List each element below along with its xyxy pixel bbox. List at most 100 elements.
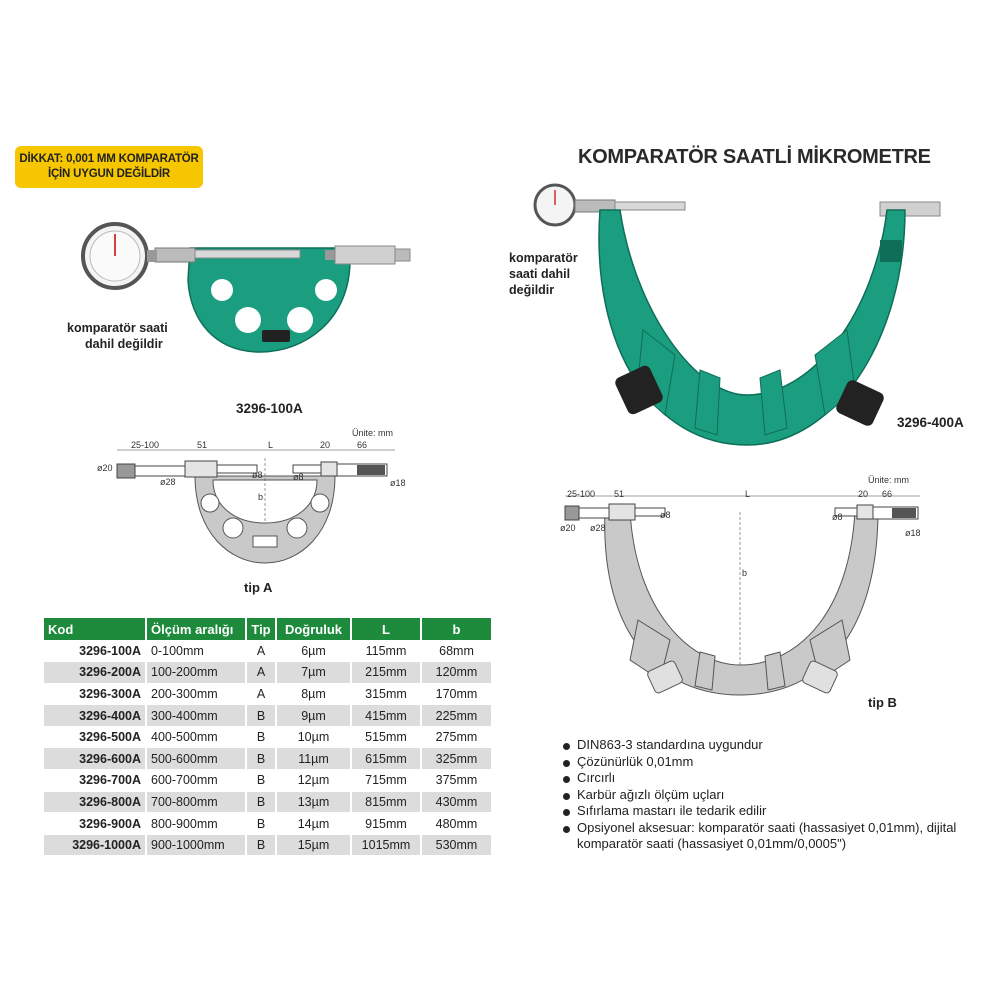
dim-b-phi8-left: ø8 — [660, 510, 671, 520]
dim-a-25-100: 25-100 — [131, 440, 160, 450]
tip-a-label: tip A — [244, 580, 273, 595]
cell-b: 225mm — [421, 704, 493, 727]
dim-b-phi18: ø18 — [905, 528, 921, 538]
cell-range: 100-200mm — [146, 661, 247, 684]
header-kod: Kod — [44, 618, 147, 640]
cell-L: 315mm — [351, 683, 422, 706]
feature-item: Cırcırlı — [561, 770, 991, 787]
header-tip: Tip — [246, 618, 277, 640]
drawing-tip-a — [116, 449, 395, 564]
cell-L: 515mm — [351, 726, 422, 749]
cell-accuracy: 15µm — [276, 834, 352, 857]
page-title: KOMPARATÖR SAATLİ MİKROMETRE — [578, 146, 931, 168]
cell-type: B — [246, 704, 277, 727]
cell-type: A — [246, 640, 277, 663]
cell-type: B — [246, 747, 277, 771]
cell-code: 3296-200A — [44, 661, 147, 684]
dim-b-phi8-right: ø8 — [832, 512, 843, 522]
cell-range: 900-1000mm — [146, 834, 247, 857]
cell-accuracy: 14µm — [276, 812, 352, 835]
cell-range: 800-900mm — [146, 812, 247, 835]
dim-a-66: 66 — [357, 440, 368, 450]
dim-b-51: 51 — [614, 489, 625, 499]
cell-range: 700-800mm — [146, 791, 247, 814]
cell-L: 115mm — [351, 640, 422, 663]
cell-type: B — [246, 834, 277, 857]
warning-line-2: İÇİN UYGUN DEĞİLDİR — [47, 168, 171, 180]
cell-code: 3296-600A — [44, 747, 147, 771]
dim-a-phi8-right: ø8 — [293, 472, 304, 482]
dim-a-L: L — [268, 440, 274, 450]
cell-accuracy: 6µm — [276, 640, 352, 663]
cell-range: 300-400mm — [146, 704, 247, 727]
caption-left-line-1: komparatör saati — [67, 321, 168, 335]
cell-L: 215mm — [351, 661, 422, 684]
feature-item: DIN863-3 standardına uygundur — [561, 737, 991, 754]
table-header-row: Kod Ölçüm aralığı Tip Doğruluk L b — [44, 618, 493, 640]
dim-a-20: 20 — [320, 440, 331, 450]
dim-a-phi8-left: ø8 — [252, 470, 263, 480]
cell-code: 3296-800A — [44, 791, 147, 814]
cell-L: 715mm — [351, 769, 422, 792]
cell-b: 68mm — [421, 640, 493, 663]
header-dogruluk: Doğruluk — [276, 618, 352, 640]
warning-badge: DİKKAT: 0,001 MM KOMPARATÖR İÇİN UYGUN D… — [15, 146, 203, 188]
cell-accuracy: 7µm — [276, 661, 352, 684]
cell-L: 615mm — [351, 747, 422, 771]
tip-b-label: tip B — [868, 695, 897, 710]
spec-table: Kod Ölçüm aralığı Tip Doğruluk L b 3296-… — [44, 618, 493, 857]
cell-b: 120mm — [421, 661, 493, 684]
cell-accuracy: 11µm — [276, 747, 352, 771]
dim-b-20: 20 — [858, 489, 869, 499]
header-L: L — [351, 618, 422, 640]
cell-type: B — [246, 791, 277, 814]
caption-left-line-2: dahil değildir — [85, 337, 163, 351]
caption-right-line-2: saati dahil — [509, 267, 571, 281]
dim-a-51: 51 — [197, 440, 208, 450]
units-label-b: Ünite: mm — [868, 475, 910, 485]
cell-code: 3296-700A — [44, 769, 147, 792]
cell-type: B — [246, 812, 277, 835]
caption-right-line-1: komparatör — [509, 251, 578, 265]
cell-accuracy: 12µm — [276, 769, 352, 792]
feature-item: Karbür ağızlı ölçüm uçları — [561, 787, 991, 804]
dim-a-phi28: ø28 — [160, 477, 176, 487]
dim-a-phi18: ø18 — [390, 478, 406, 488]
header-olcum-araligi: Ölçüm aralığı — [146, 618, 247, 640]
units-label-a: Ünite: mm — [352, 428, 394, 438]
cell-b: 275mm — [421, 726, 493, 749]
caption-right-line-3: değildir — [509, 283, 555, 297]
cell-b: 375mm — [421, 769, 493, 792]
dim-a-phi20: ø20 — [97, 463, 113, 473]
warning-line-1: DİKKAT: 0,001 MM KOMPARATÖR — [19, 153, 199, 165]
dim-b-phi20: ø20 — [560, 523, 576, 533]
cell-b: 170mm — [421, 683, 493, 706]
dim-b-phi28: ø28 — [590, 523, 606, 533]
model-label-small: 3296-100A — [236, 401, 303, 416]
cell-accuracy: 10µm — [276, 726, 352, 749]
cell-type: A — [246, 661, 277, 684]
cell-type: B — [246, 769, 277, 792]
cell-range: 200-300mm — [146, 683, 247, 706]
cell-range: 0-100mm — [146, 640, 247, 663]
cell-code: 3296-300A — [44, 683, 147, 706]
cell-L: 415mm — [351, 704, 422, 727]
small-micrometer-image — [81, 222, 411, 353]
feature-item: Opsiyonel aksesuar: komparatör saati (ha… — [561, 820, 991, 853]
feature-item: Çözünürlük 0,01mm — [561, 754, 991, 771]
drawing-tip-b — [564, 495, 920, 696]
cell-L: 915mm — [351, 812, 422, 835]
model-label-large: 3296-400A — [897, 415, 964, 430]
cell-type: A — [246, 683, 277, 706]
header-b: b — [421, 618, 493, 640]
cell-range: 600-700mm — [146, 769, 247, 792]
cell-L: 1015mm — [351, 834, 422, 857]
dim-b-b: b — [742, 568, 748, 578]
